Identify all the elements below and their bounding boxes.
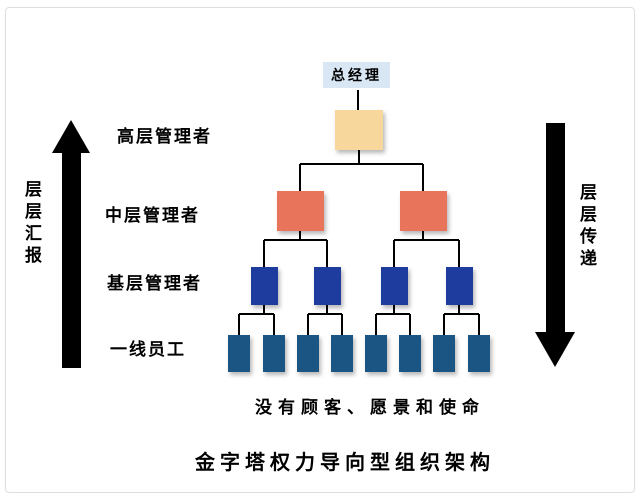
org-box-level-4 bbox=[399, 335, 421, 372]
org-box-level-4 bbox=[297, 335, 319, 372]
transmit-down-label: 层层传递 bbox=[577, 183, 596, 271]
org-box-level-3 bbox=[313, 267, 341, 305]
down-arrow-head-icon bbox=[535, 332, 575, 367]
org-box-level-2 bbox=[276, 191, 324, 231]
level-label-senior: 高层管理者 bbox=[117, 127, 212, 146]
org-box-level-2 bbox=[399, 191, 447, 231]
level-label-middle: 中层管理者 bbox=[105, 206, 200, 225]
org-box-level-1 bbox=[335, 110, 383, 150]
report-up-label: 层层汇报 bbox=[22, 180, 41, 268]
org-box-level-3 bbox=[445, 267, 473, 305]
diagram-title: 金字塔权力导向型组织架构 bbox=[195, 452, 495, 474]
org-box-level-3 bbox=[380, 267, 408, 305]
org-box-level-4 bbox=[433, 335, 455, 372]
level-label-frontline: 一线员工 bbox=[110, 340, 186, 359]
org-box-level-4 bbox=[331, 335, 353, 372]
org-box-level-3 bbox=[250, 267, 278, 305]
up-arrow-shaft bbox=[62, 151, 81, 368]
up-arrow-head-icon bbox=[52, 120, 90, 153]
connector-line bbox=[238, 90, 480, 335]
down-arrow-shaft bbox=[546, 123, 565, 333]
org-box-level-4 bbox=[468, 335, 490, 372]
org-box-level-4 bbox=[228, 335, 250, 372]
org-box-level-4 bbox=[365, 335, 387, 372]
diagram-subtitle: 没有顾客、愿景和使命 bbox=[255, 398, 485, 417]
org-box-level-4 bbox=[263, 335, 285, 372]
level-label-base: 基层管理者 bbox=[107, 274, 202, 293]
root-label: 总经理 bbox=[323, 62, 390, 88]
